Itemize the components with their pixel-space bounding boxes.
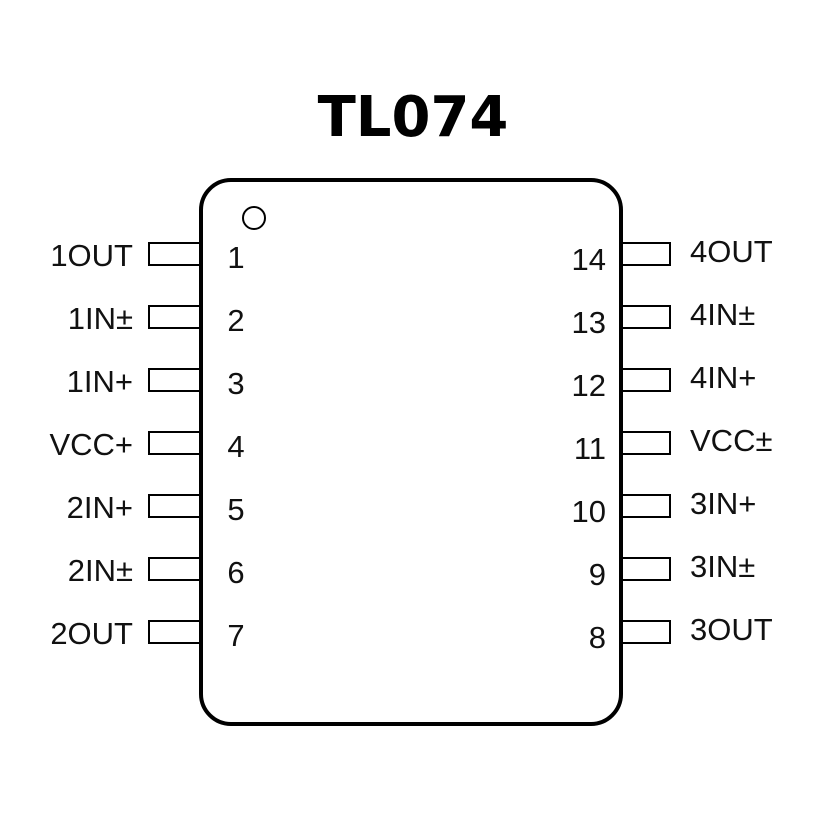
pin-number: 11 bbox=[574, 431, 606, 466]
pin-lead bbox=[622, 368, 671, 392]
pin-number: 14 bbox=[572, 242, 606, 277]
pin-name: 4IN± bbox=[690, 297, 755, 332]
pin-lead bbox=[148, 305, 200, 329]
pin-name: 1OUT bbox=[50, 238, 133, 273]
pin-name: VCC+ bbox=[49, 427, 133, 462]
pin-number: 13 bbox=[572, 305, 606, 340]
chip-title: TL074 bbox=[318, 85, 509, 150]
pin-name: VCC± bbox=[690, 423, 772, 458]
pin-name: 2IN± bbox=[68, 553, 133, 588]
pin-number: 7 bbox=[227, 618, 244, 653]
pin-number: 9 bbox=[589, 557, 606, 592]
pin-lead bbox=[148, 620, 200, 644]
pin-number: 6 bbox=[227, 555, 244, 590]
pin-name: 1IN± bbox=[68, 301, 133, 336]
pin-lead bbox=[622, 620, 671, 644]
pin-lead bbox=[148, 242, 200, 266]
pin-lead bbox=[622, 557, 671, 581]
pin-number: 5 bbox=[227, 492, 244, 527]
pin-number: 3 bbox=[227, 366, 244, 401]
pin-name: 4IN+ bbox=[690, 360, 756, 395]
pin-number: 1 bbox=[227, 240, 244, 275]
pin-number: 2 bbox=[227, 303, 244, 338]
chip-body bbox=[199, 178, 623, 726]
pin-number: 4 bbox=[227, 429, 244, 464]
pin-lead bbox=[622, 242, 671, 266]
pin-lead bbox=[148, 431, 200, 455]
pin-lead bbox=[148, 494, 200, 518]
pin-name: 4OUT bbox=[690, 234, 773, 269]
pin-name: 1IN+ bbox=[67, 364, 133, 399]
pin-name: 3OUT bbox=[690, 612, 773, 647]
pin-lead bbox=[148, 368, 200, 392]
pin-lead bbox=[622, 431, 671, 455]
pin-name: 3IN± bbox=[690, 549, 755, 584]
pin-lead bbox=[622, 494, 671, 518]
pin-name: 2IN+ bbox=[67, 490, 133, 525]
pin-name: 2OUT bbox=[50, 616, 133, 651]
pin1-marker-icon bbox=[242, 206, 266, 230]
pin-lead bbox=[148, 557, 200, 581]
pin-number: 8 bbox=[589, 620, 606, 655]
pin-number: 10 bbox=[572, 494, 606, 529]
pin-name: 3IN+ bbox=[690, 486, 756, 521]
pin-number: 12 bbox=[572, 368, 606, 403]
pin-lead bbox=[622, 305, 671, 329]
